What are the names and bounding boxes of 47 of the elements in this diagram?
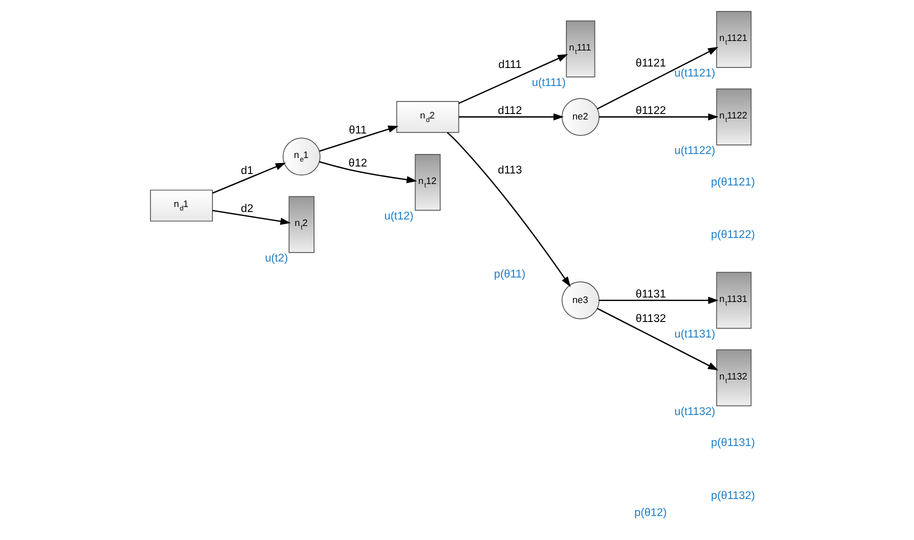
arrow <box>597 46 718 110</box>
node-label: u(t2) <box>264 252 288 265</box>
arrow <box>319 126 399 152</box>
edge-label: d113 <box>498 164 522 176</box>
arrow <box>212 162 286 194</box>
node-box: n$_{t}$1121 <box>716 11 752 68</box>
label: p(θ1131) <box>711 437 755 450</box>
edge-label: θ12 <box>348 157 368 170</box>
label: p(θ11) <box>494 268 526 280</box>
arrow <box>458 113 564 121</box>
node-circle: ne2 <box>562 98 600 136</box>
node-label: u(t111) <box>532 76 566 89</box>
arrow <box>597 308 718 370</box>
label: p(θ1121) <box>711 176 755 188</box>
arrow <box>599 296 719 304</box>
label: p(θ1122) <box>711 228 755 241</box>
node-label: u(t1132) <box>674 406 716 418</box>
arrow <box>458 54 568 104</box>
edge-label: θ11 <box>348 124 367 137</box>
arrow <box>212 210 291 225</box>
node-circle: n$_{e}$1 <box>282 138 321 176</box>
arrow <box>319 161 418 184</box>
node-box: n$_{t}$1122 <box>716 88 752 146</box>
node-label: u(t1122) <box>674 144 716 157</box>
arrow <box>446 132 571 287</box>
node-box: n$_{t}$12 <box>414 154 441 211</box>
label: p(θ1132) <box>711 490 755 502</box>
edge-label: d2 <box>240 203 254 216</box>
edge-label: d111 <box>498 59 522 72</box>
arrow <box>599 113 719 121</box>
node-box: n$_{t}$1132 <box>716 349 752 406</box>
edge-label: θ1122 <box>636 104 666 117</box>
node-box: n$_{t}$1131 <box>716 272 752 329</box>
label: p(θ12) <box>634 506 667 519</box>
node-box: n$_{d}$2 <box>396 101 460 133</box>
node-circle: ne3 <box>562 281 600 320</box>
edge-label: θ1131 <box>636 288 666 300</box>
node-box: n$_{t}$2 <box>288 196 314 253</box>
edge-label: θ1121 <box>636 57 666 70</box>
node-label: u(t1131) <box>674 328 716 340</box>
edge-label: θ1132 <box>636 313 666 326</box>
node-label: u(t12) <box>384 210 414 222</box>
edge-label: d1 <box>240 165 254 178</box>
node-box: n$_{d}$1 <box>150 190 213 222</box>
node-box: n$_{t}$111 <box>566 20 596 78</box>
node-label: u(t1121) <box>674 67 716 80</box>
edge-label: d112 <box>498 104 522 117</box>
